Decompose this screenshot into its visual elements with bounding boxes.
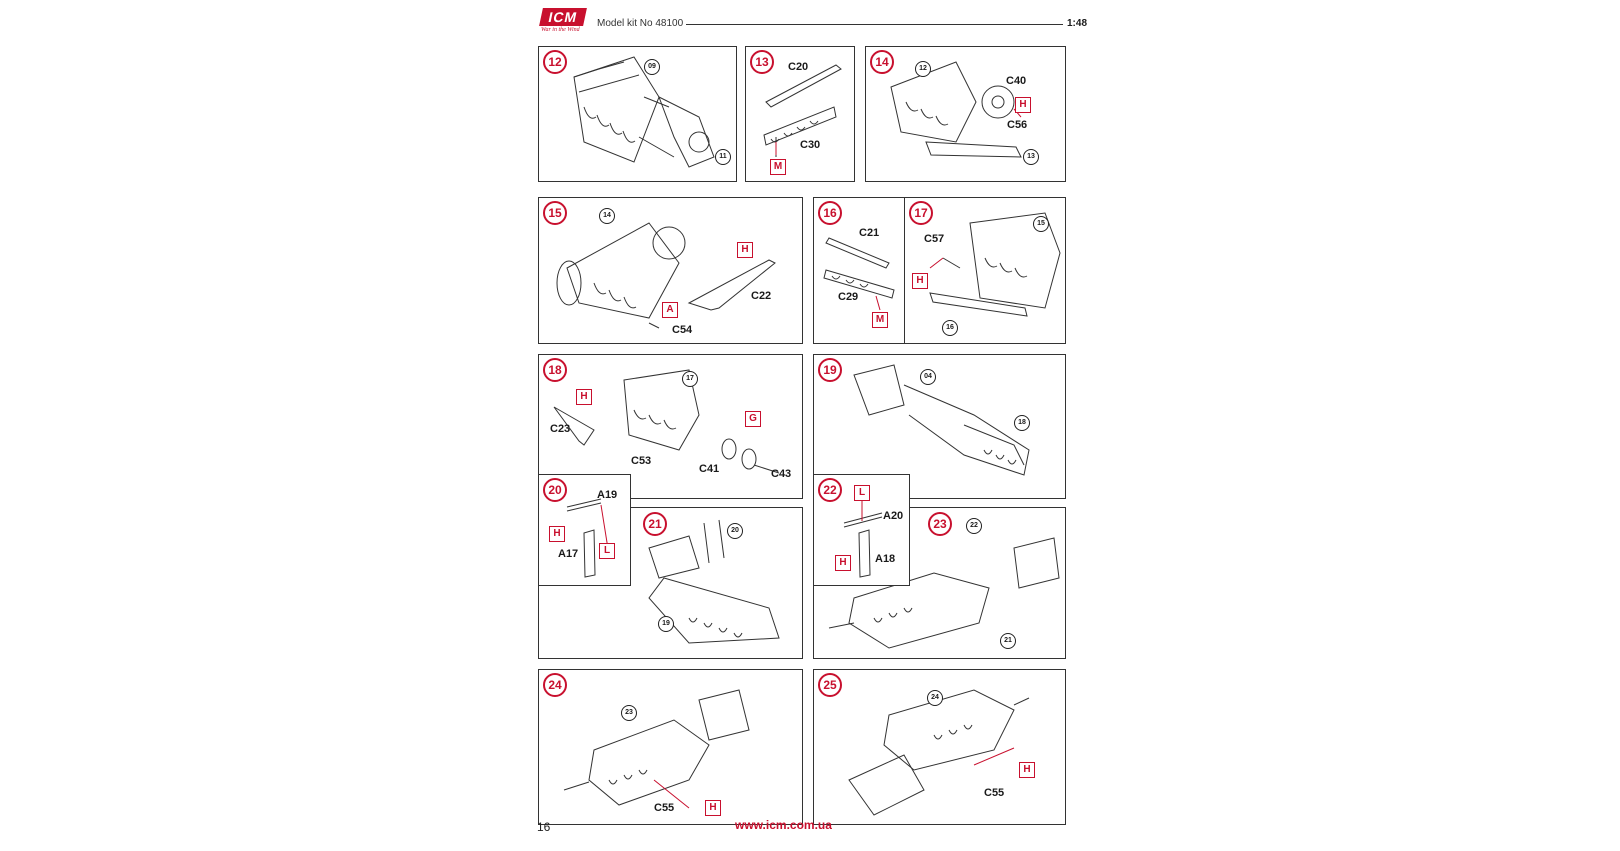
mount-drawing <box>853 364 1030 476</box>
step-number: 21 <box>643 512 667 536</box>
step-number: 19 <box>818 358 842 382</box>
step-number: 20 <box>543 478 567 502</box>
paint-code: H <box>576 389 592 405</box>
engine-mount-drawing <box>648 519 780 644</box>
part-label: C20 <box>788 61 809 73</box>
part-label: C29 <box>838 291 859 303</box>
part-label: A17 <box>558 548 579 560</box>
engine-drawing <box>890 61 1022 158</box>
step-number: 22 <box>818 478 842 502</box>
step-ref: 16 <box>942 320 958 336</box>
part-label: C21 <box>859 227 880 239</box>
part-label: C41 <box>699 463 720 475</box>
part-label: C55 <box>984 787 1005 799</box>
part-label: C43 <box>771 468 792 480</box>
part-label: C23 <box>550 423 571 435</box>
manifold-drawing <box>763 64 842 157</box>
engine-drawing <box>929 212 1061 317</box>
part-label: C22 <box>751 290 772 302</box>
part-label: C30 <box>800 139 821 151</box>
page-number: 16 <box>537 820 551 834</box>
step-24-panel: 24 23 C55 H <box>538 669 803 825</box>
engine-drawing <box>553 369 780 474</box>
engine-mount-drawing <box>848 689 1030 816</box>
step-number: 17 <box>909 201 933 225</box>
step-number: 14 <box>870 50 894 74</box>
paint-code: H <box>737 242 753 258</box>
step-ref: 13 <box>1023 149 1039 165</box>
step-number: 23 <box>928 512 952 536</box>
step-16-panel: 16 C21 C29 M <box>813 197 905 344</box>
step-ref: 20 <box>727 523 743 539</box>
part-label: A20 <box>883 510 904 522</box>
step-13-panel: 13 C20 C30 M <box>745 46 855 182</box>
manifold-drawing <box>823 237 895 311</box>
step-ref: 11 <box>715 149 731 165</box>
step-ref: 24 <box>927 690 943 706</box>
part-label: C54 <box>672 324 693 336</box>
step-ref: 19 <box>658 616 674 632</box>
paint-code: H <box>912 273 928 289</box>
step-number: 13 <box>750 50 774 74</box>
step-14-panel: 14 12 C40 H C56 13 <box>865 46 1066 182</box>
paint-code: H <box>549 526 565 542</box>
step-number: 25 <box>818 673 842 697</box>
engine-drawing <box>573 56 715 168</box>
header-rule <box>686 24 1063 25</box>
step-ref: 22 <box>966 518 982 534</box>
paint-code: H <box>1015 97 1031 113</box>
engine-drawing <box>556 222 776 329</box>
paint-code: M <box>872 312 888 328</box>
step-number: 12 <box>543 50 567 74</box>
step-15-panel: 15 14 H C22 A C54 <box>538 197 803 344</box>
instruction-page: ICM War in the Wind Model kit No 48100 1… <box>535 0 1095 851</box>
step-ref: 18 <box>1014 415 1030 431</box>
paint-code: H <box>835 555 851 571</box>
scale-label: 1:48 <box>1067 18 1088 29</box>
step-ref: 04 <box>920 369 936 385</box>
kit-number: Model kit No 48100 <box>597 18 684 29</box>
step-number: 18 <box>543 358 567 382</box>
paint-code: H <box>1019 762 1035 778</box>
engine-mount-drawing <box>563 689 750 809</box>
bracket-drawing <box>843 501 883 578</box>
part-label: C40 <box>1006 75 1027 87</box>
step-number: 24 <box>543 673 567 697</box>
part-label: C56 <box>1007 119 1028 131</box>
step-ref: 21 <box>1000 633 1016 649</box>
step-ref: 12 <box>915 61 931 77</box>
paint-code: L <box>854 485 870 501</box>
step-25-panel: 25 24 H C55 <box>813 669 1066 825</box>
step-12-panel: 12 09 11 <box>538 46 737 182</box>
step-number: 15 <box>543 201 567 225</box>
step-19-panel: 19 04 18 <box>813 354 1066 499</box>
step-17-panel: 17 15 C57 H 16 <box>904 197 1066 344</box>
paint-code: G <box>745 411 761 427</box>
paint-code: L <box>599 543 615 559</box>
step-ref: 09 <box>644 59 660 75</box>
step-number: 16 <box>818 201 842 225</box>
part-label: C53 <box>631 455 652 467</box>
part-label: C55 <box>654 802 675 814</box>
step-ref: 14 <box>599 208 615 224</box>
step-ref: 17 <box>682 371 698 387</box>
part-label: C57 <box>924 233 945 245</box>
step-ref: 23 <box>621 705 637 721</box>
step-22-panel: 22 L A20 H A18 <box>813 474 910 586</box>
step-ref: 15 <box>1033 216 1049 232</box>
part-label: A18 <box>875 553 896 565</box>
icm-logo: ICM War in the Wind <box>539 8 601 38</box>
step-20-panel: 20 A19 H A17 L <box>538 474 631 586</box>
website-link[interactable]: www.icm.com.ua <box>735 818 832 832</box>
paint-code: M <box>770 159 786 175</box>
paint-code: H <box>705 800 721 816</box>
engine-mount-drawing <box>828 537 1060 649</box>
paint-code: A <box>662 302 678 318</box>
part-label: A19 <box>597 489 618 501</box>
